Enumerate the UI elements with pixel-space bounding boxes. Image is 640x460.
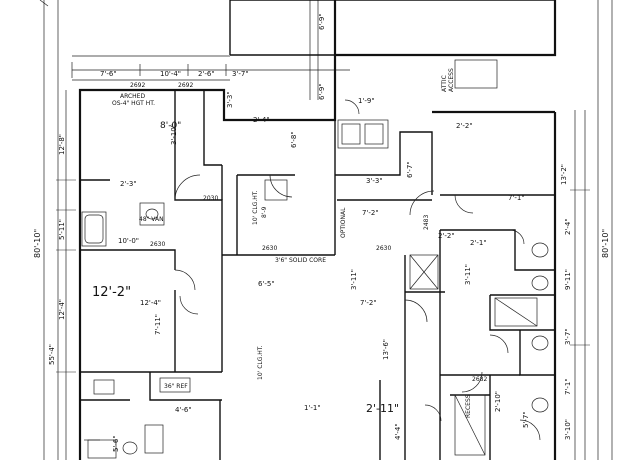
dim-r-j: 2'-1": [470, 239, 487, 247]
label-arched-height: OS-4" HGT HT.: [112, 100, 155, 107]
room-labels: ARCHED OS-4" HGT HT. 10' CLG.HT. 8'-9 10…: [112, 68, 472, 418]
label-vanity: 48" VAN: [139, 216, 164, 223]
dim-door-2630b: 2630: [262, 245, 277, 252]
dim-v-top-b: 6'-9": [318, 83, 326, 100]
dim-door-top-b: 2692: [178, 82, 193, 89]
dim-mid-a: 6'-5": [258, 280, 275, 288]
dim-corr-c: 3'-3": [366, 177, 383, 185]
dim-door-2630c: 2630: [376, 245, 391, 252]
dim-corr-g: 6'-7": [406, 161, 414, 178]
dim-left-d: 55'-4": [48, 344, 56, 365]
dim-mid-b: 1'-9": [358, 97, 375, 105]
dim-bottom-c: 1'-1": [304, 404, 321, 412]
dim-top-mid: 10'-4": [160, 70, 181, 78]
interior-walls: [80, 90, 555, 460]
dim-r-a: 13'-2": [560, 164, 568, 185]
dim-r-k: 2'-2": [438, 232, 455, 240]
dim-room-small-c: 2'-3": [120, 180, 137, 188]
doors: [174, 99, 541, 441]
dim-r-b: 7'-1": [508, 194, 525, 202]
label-ceiling-a-val: 8'-9: [261, 206, 268, 218]
dim-bath-a: 10'-0": [118, 237, 139, 245]
dim-room-small-b: 3'-10": [170, 124, 178, 145]
dim-r-c: 2'-4": [564, 218, 572, 235]
label-recess: RECESS: [465, 394, 472, 418]
dim-bottom-a: 4'-6": [175, 406, 192, 414]
dim-left-overall: 80'-10": [33, 229, 42, 258]
dim-right-overall: 80'-10": [601, 229, 610, 258]
dim-door-2030: 2030: [203, 195, 218, 202]
dim-mid-d: 3'-3": [226, 91, 234, 108]
label-attic-b: ACCESS: [448, 68, 455, 92]
dim-mid-c: 2'-4": [253, 116, 270, 124]
dim-corr-d: 13'-6": [382, 339, 390, 360]
dim-bottom-d: 5'-7": [522, 411, 530, 428]
dim-corr-b: 3'-11": [350, 269, 358, 290]
dim-corr-i: 7'-2": [360, 299, 377, 307]
dim-door-top: 2692: [130, 82, 145, 89]
label-fridge: 36" REF: [164, 383, 188, 390]
exterior-walls: [78, 0, 557, 460]
dim-top-left: 7'-6": [100, 70, 117, 78]
dim-r-i: 2'-10": [494, 391, 502, 412]
dim-r-d: 3'-11": [464, 264, 472, 285]
label-ceiling-b: 10' CLG.HT.: [257, 345, 264, 380]
dim-left-c: 12'-4": [58, 299, 66, 320]
dim-room-big-b: 12'-4": [140, 299, 161, 307]
dim-corr-h: 2'-2": [456, 122, 473, 130]
dim-r-g: 3'-10": [564, 419, 572, 440]
dim-v-mid: 6'-8": [290, 131, 298, 148]
dim-room-big-c: 7'-11": [154, 314, 162, 335]
dim-room-big: 12'-2": [92, 285, 131, 300]
dim-door-2682: 2682: [472, 376, 487, 383]
label-ceiling-a: 10' CLG.HT.: [252, 190, 259, 225]
label-arched: ARCHED: [120, 93, 145, 100]
dim-r-e: 9'-11": [564, 269, 572, 290]
dim-door-2483: 2483: [423, 215, 430, 230]
dim-bottom-b: 5'-6": [112, 435, 120, 452]
dim-corr-e: 2'-11": [366, 402, 399, 415]
dim-room-small-a: 8'-0": [160, 121, 181, 131]
dim-top-right: 2'-6": [198, 70, 215, 78]
dim-corr-f: 4'-4": [394, 423, 402, 440]
dim-r-f: 3'-7": [564, 328, 572, 345]
dimension-labels: 7'-6" 10'-4" 2'-6" 3'-7" 2692 2692 6'-9"…: [33, 13, 610, 452]
fixtures: [81, 59, 549, 459]
dim-corr-a: 7'-2": [362, 209, 379, 217]
label-optional: OPTIONAL: [340, 207, 347, 238]
label-attic-a: ATTIC: [441, 75, 448, 92]
dimension-lines: [39, 0, 613, 460]
dim-v-top: 6'-9": [318, 13, 326, 30]
label-solid-core: 3'6" SOLID CORE: [275, 257, 326, 264]
dim-left-b: 5'-11": [58, 219, 66, 240]
dim-r-h: 7'-1": [564, 378, 572, 395]
dim-left-a: 12'-8": [58, 134, 66, 155]
dim-top-far: 3'-7": [232, 70, 249, 78]
dim-door-2630: 2630: [150, 241, 165, 248]
